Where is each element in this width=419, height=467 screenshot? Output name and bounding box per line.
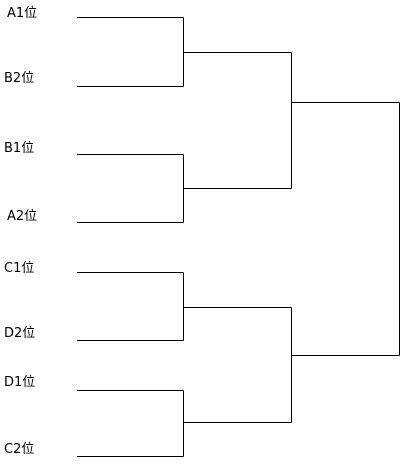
- entry-label-3: B1位: [4, 141, 34, 156]
- entry-label-2: B2位: [4, 71, 34, 86]
- entry-label-4: A2位: [7, 209, 37, 224]
- entry-label-6: D2位: [4, 326, 35, 341]
- entry-label-7: D1位: [4, 375, 35, 390]
- entry-label-5: C1位: [4, 261, 34, 276]
- entry-label-8: C2位: [4, 442, 34, 457]
- entry-label-1: A1位: [7, 6, 37, 21]
